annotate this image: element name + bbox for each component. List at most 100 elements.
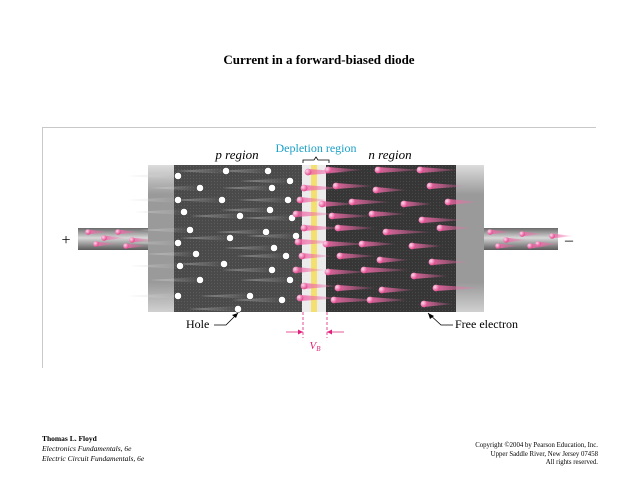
- hole-trail: [130, 263, 180, 269]
- hole-dot: [246, 292, 254, 300]
- plus-terminal: +: [61, 232, 70, 249]
- electron-trail: [300, 197, 330, 203]
- depletion-stripe: [311, 165, 317, 312]
- wire-electron-dot: [123, 243, 129, 249]
- hole-trail: [128, 293, 178, 299]
- free-electron-pointer: [427, 312, 453, 326]
- footer-copyright: Copyright ©2004 by Pearson Education, In…: [475, 442, 598, 449]
- hole-trail: [242, 215, 292, 221]
- electron-dot: [296, 294, 304, 302]
- electron-dot: [382, 228, 390, 236]
- wire-electron-dot: [519, 231, 525, 237]
- hole-group: [128, 167, 300, 313]
- hole-trail: [128, 173, 178, 179]
- electron-dot: [334, 284, 342, 292]
- wire-electron-trail: [506, 237, 528, 243]
- electron-trail: [298, 239, 340, 245]
- hole-trail: [200, 293, 250, 299]
- hole-trail: [176, 168, 226, 174]
- hole-dot: [174, 172, 182, 180]
- electron-trail: [382, 287, 416, 293]
- wire-electron-dot: [115, 229, 121, 235]
- barrier-symbol: V: [309, 340, 317, 352]
- hole-dot: [192, 250, 200, 258]
- electron-trail: [448, 199, 480, 205]
- electron-trail: [364, 267, 412, 273]
- hole-label: Hole: [186, 317, 209, 331]
- electron-dot: [408, 242, 416, 250]
- electron-dot: [420, 300, 428, 308]
- electron-trail: [420, 167, 460, 173]
- electron-trail: [370, 297, 410, 303]
- electron-dot: [416, 166, 424, 174]
- electron-trail: [332, 213, 374, 219]
- electron-dot: [428, 258, 436, 266]
- electron-dot: [374, 166, 382, 174]
- hole-trail: [224, 245, 274, 251]
- hole-trail: [218, 168, 268, 174]
- wire-electron-dot: [527, 243, 533, 249]
- electron-dot: [368, 210, 376, 218]
- n-region-label: n region: [368, 147, 411, 162]
- electron-trail: [300, 295, 344, 301]
- electron-dot: [300, 184, 308, 192]
- depletion-bracket: [302, 156, 330, 163]
- free-electron-group: [292, 166, 482, 308]
- electron-trail: [432, 259, 472, 265]
- wire-electron-trail: [552, 233, 574, 239]
- electron-trail: [380, 257, 410, 263]
- electron-trail: [372, 211, 408, 217]
- electron-dot: [300, 282, 308, 290]
- wire-electron-trail: [530, 243, 552, 249]
- footer-right: Copyright ©2004 by Pearson Education, In…: [475, 442, 598, 468]
- slide-title: Current in a forward-biased diode: [223, 52, 415, 67]
- hole-dot: [262, 228, 270, 236]
- hole-trail: [222, 185, 272, 191]
- electron-trail: [430, 183, 468, 189]
- electron-dot: [418, 216, 426, 224]
- minus-terminal: –: [564, 232, 574, 249]
- footer-book-1: Electronics Fundamentals, 6e: [42, 444, 132, 453]
- electron-dot: [292, 266, 300, 274]
- electron-trail: [338, 285, 378, 291]
- electron-trail: [362, 241, 398, 247]
- electron-trail: [414, 273, 450, 279]
- hole-trail: [236, 253, 286, 259]
- hole-trail: [146, 251, 196, 257]
- electron-trail: [338, 225, 378, 231]
- hole-dot: [234, 305, 242, 313]
- electron-dot: [378, 286, 386, 294]
- hole-trail: [188, 306, 238, 312]
- wire-electron-trail: [88, 229, 110, 235]
- electron-trail: [296, 211, 340, 217]
- hole-dot: [270, 244, 278, 252]
- electron-dot: [432, 284, 440, 292]
- hole-trail: [140, 227, 190, 233]
- hole-dot: [282, 252, 290, 260]
- footer-rights: All rights reserved.: [545, 459, 598, 466]
- hole-dot: [264, 167, 272, 175]
- wire-electron-dot: [503, 237, 509, 243]
- footer-book-2: Electric Circuit Fundamentals, 6e: [42, 454, 145, 463]
- hole-dot: [286, 276, 294, 284]
- hole-dot: [226, 234, 234, 242]
- wire-electron-dot: [129, 237, 135, 243]
- hole-trail: [128, 240, 178, 246]
- electron-dot: [366, 296, 374, 304]
- wire-electron-dot: [85, 229, 91, 235]
- figure-frame: [42, 127, 596, 368]
- electron-dot: [334, 224, 342, 232]
- electron-trail: [404, 201, 434, 207]
- electron-trail: [436, 285, 482, 291]
- wire-electron-trail: [132, 237, 154, 243]
- hole-trail: [240, 277, 290, 283]
- electron-dot: [330, 296, 338, 304]
- wire-electron-dot: [495, 243, 501, 249]
- hole-pointer-arrow: [232, 313, 238, 318]
- barrier-arrowhead-left: [298, 329, 303, 335]
- electron-dot: [410, 272, 418, 280]
- electron-trail: [412, 243, 444, 249]
- hole-dot: [268, 184, 276, 192]
- electron-trail: [304, 185, 346, 191]
- hole-dot: [278, 296, 286, 304]
